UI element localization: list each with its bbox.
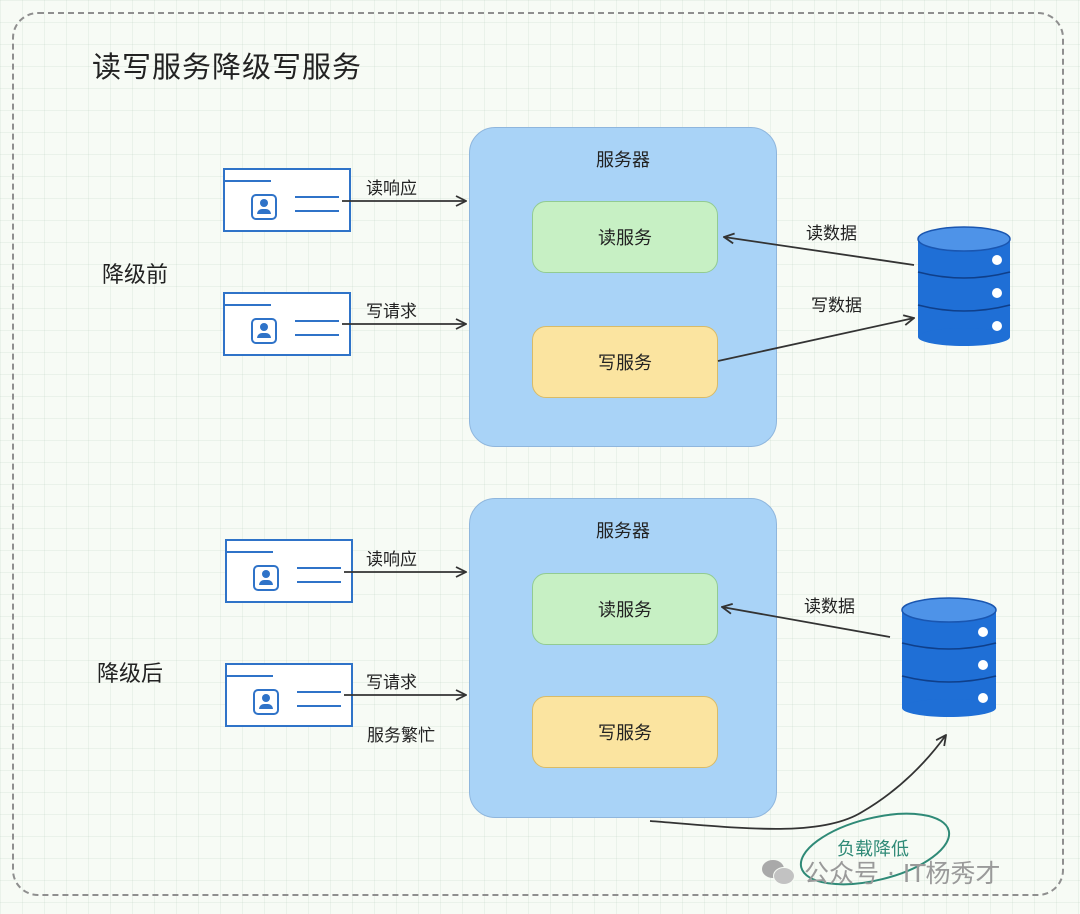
database-icon [917, 226, 1011, 346]
client-read-before [223, 168, 351, 232]
client-card-icon [251, 194, 277, 220]
diagram-frame [12, 12, 1064, 896]
load-ellipse [799, 812, 951, 886]
client-read-after [225, 539, 353, 603]
client-write-after [225, 663, 353, 727]
arrow-read-data-after [722, 607, 891, 638]
label-service-busy: 服务繁忙 [367, 726, 435, 746]
label-write-request-before: 写请求 [366, 302, 417, 322]
label-read-data-after: 读数据 [804, 597, 855, 617]
label-read-data-before: 读数据 [806, 224, 857, 244]
label-read-response-after: 读响应 [366, 550, 417, 570]
watermark-text: 公众号 · IT杨秀才 [804, 859, 1001, 888]
client-card-icon [253, 689, 279, 715]
phase-label-before: 降级前 [102, 263, 169, 288]
label-write-data-before: 写数据 [811, 296, 862, 316]
label-load-reduced: 负载降低 [837, 839, 909, 860]
read-service-before: 读服务 [532, 201, 718, 273]
wechat-icon [762, 858, 796, 886]
arrow-write-data-before [717, 318, 914, 362]
diagram-title: 读写服务降级写服务 [92, 50, 363, 84]
client-card-icon [251, 318, 277, 344]
database-icon [901, 597, 997, 717]
read-service-after: 读服务 [532, 573, 718, 645]
phase-label-after: 降级后 [97, 662, 164, 687]
label-write-request-after: 写请求 [366, 673, 417, 693]
server-title-before: 服务器 [596, 150, 650, 171]
write-service-after: 写服务 [532, 696, 718, 768]
label-read-response-before: 读响应 [366, 179, 417, 199]
arrow-read-data-before [724, 237, 915, 266]
write-service-before: 写服务 [532, 326, 718, 398]
client-card-icon [253, 565, 279, 591]
server-before: 服务器 读服务 写服务 [469, 127, 777, 447]
server-after: 服务器 读服务 写服务 [469, 498, 777, 818]
server-title-after: 服务器 [596, 521, 650, 542]
watermark: 公众号 · IT杨秀才 [762, 854, 1001, 890]
arrow-load-reduced [649, 735, 946, 830]
